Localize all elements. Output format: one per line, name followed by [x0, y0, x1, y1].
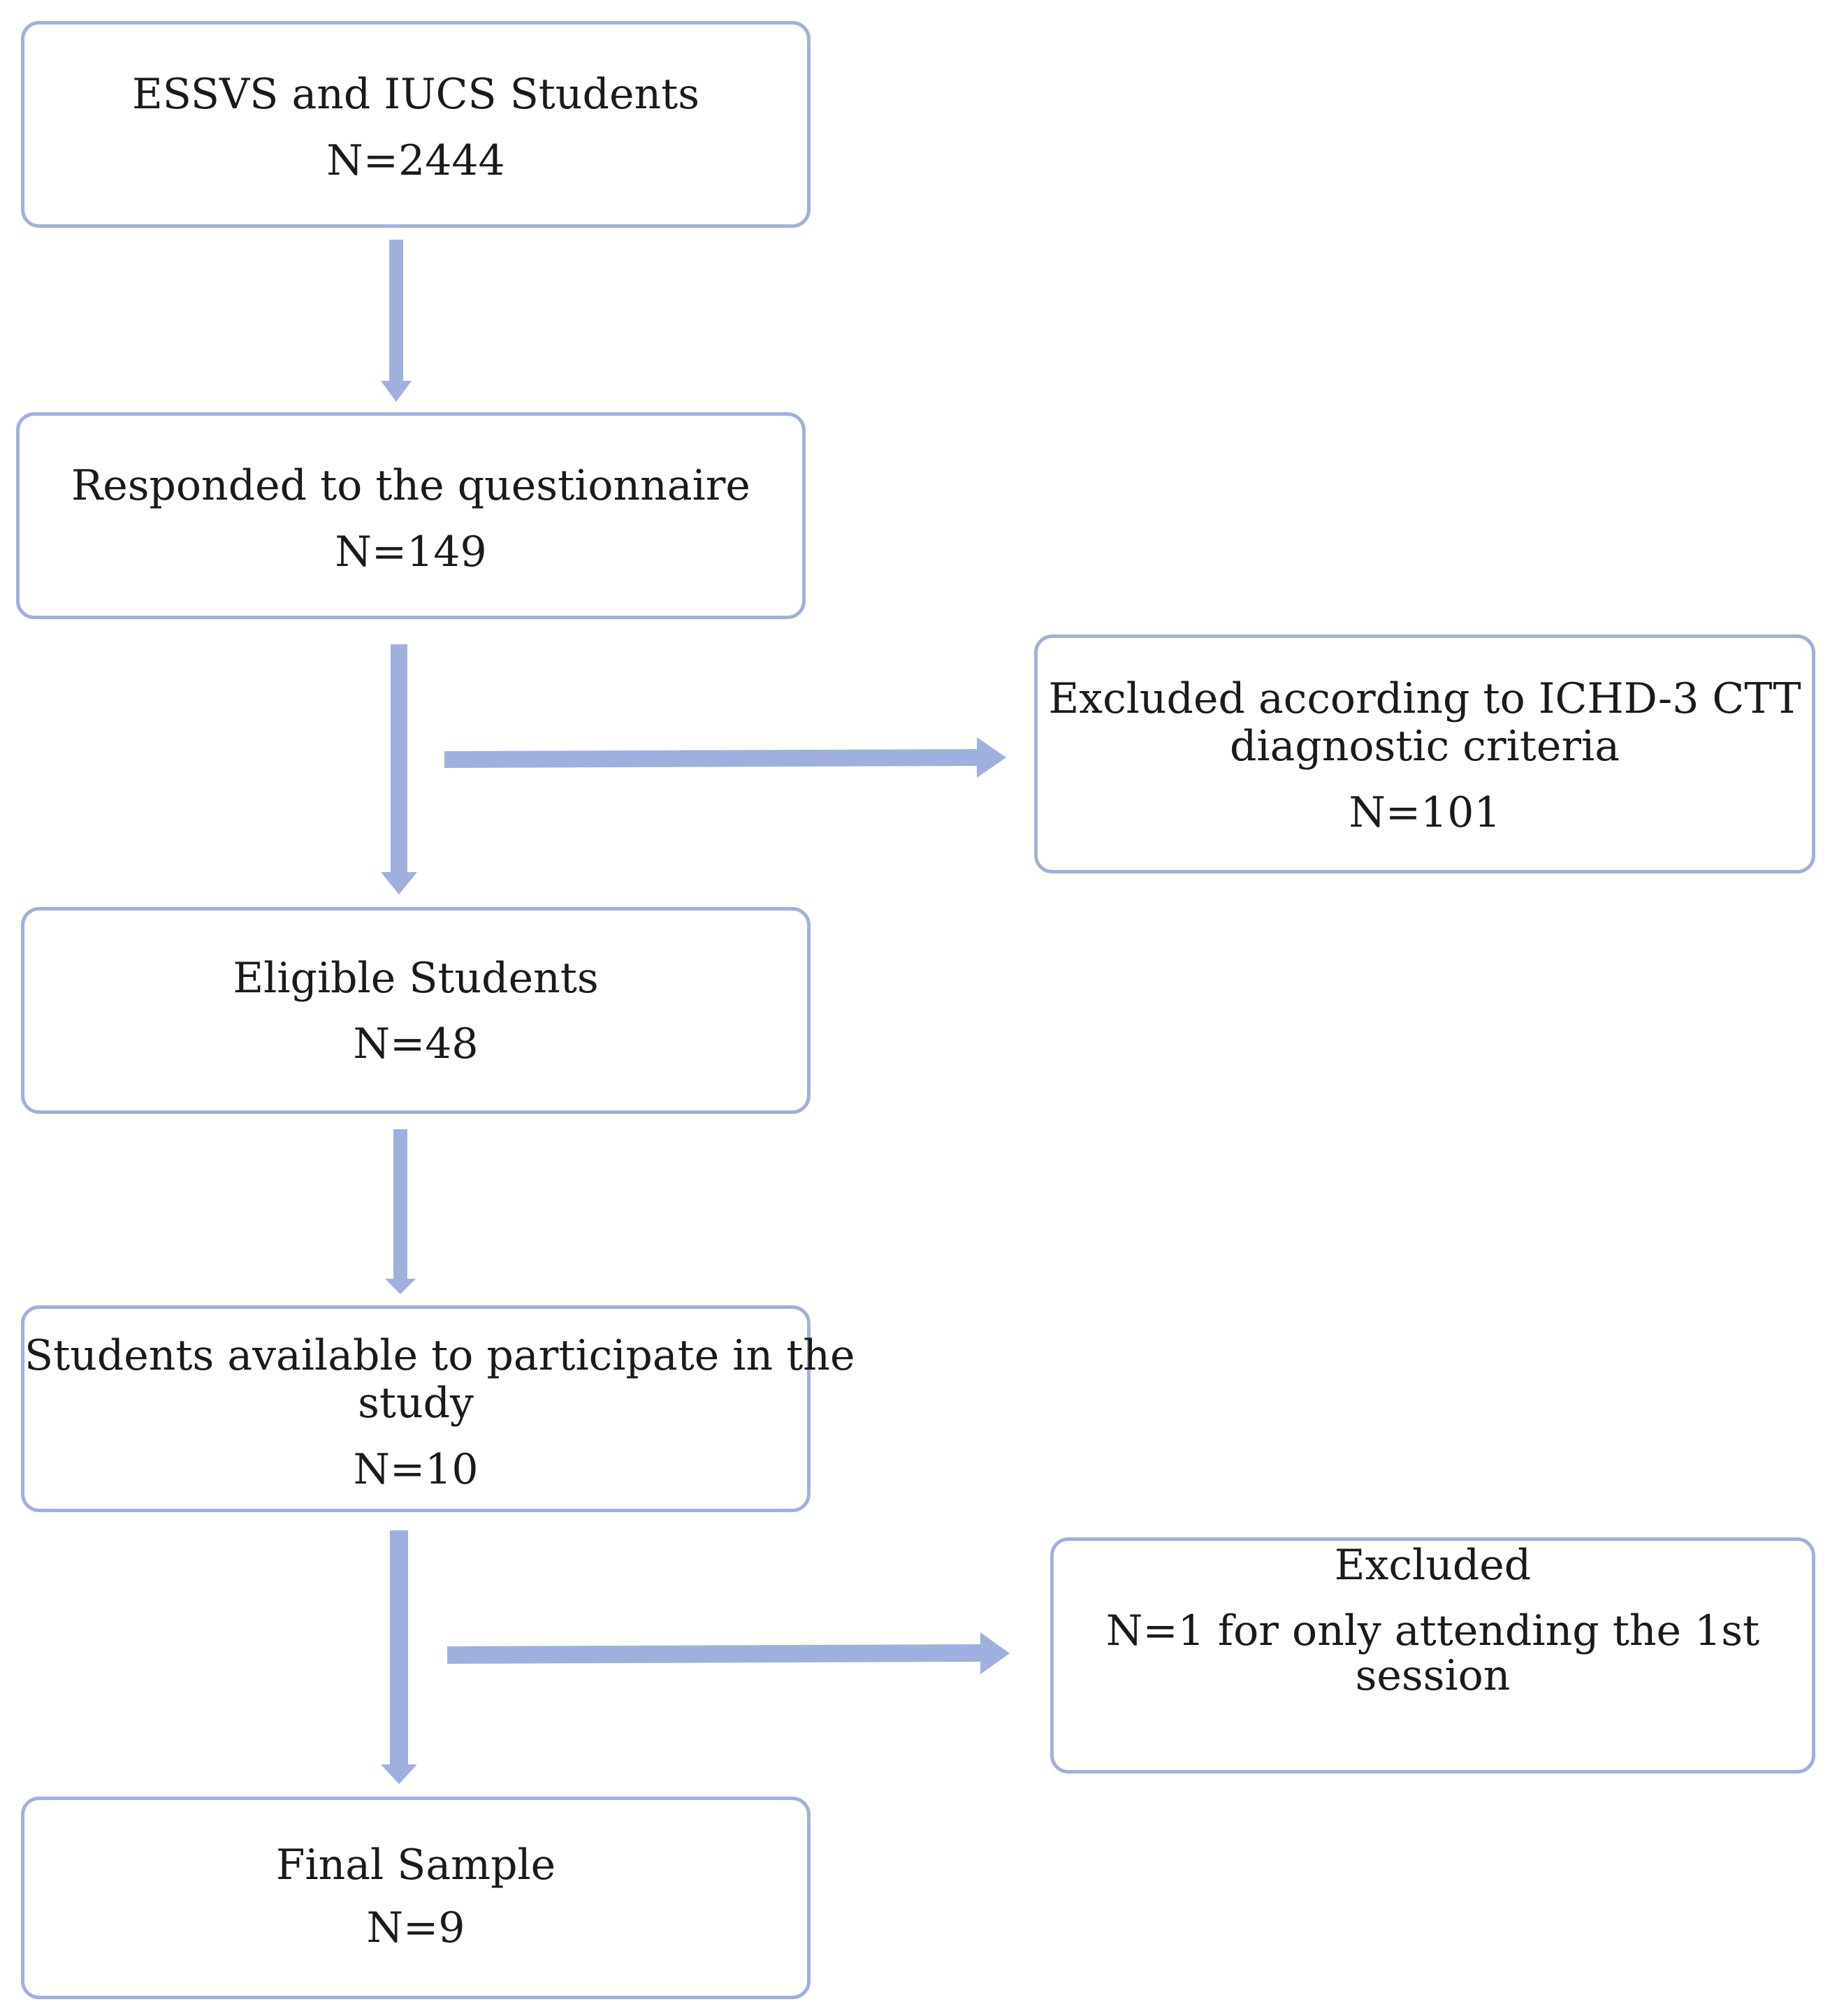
- available-count: N=10: [353, 1445, 479, 1494]
- eligible-count: N=48: [353, 1020, 479, 1068]
- population-title: ESSVS and IUCS Students: [131, 70, 700, 119]
- excluded-criteria-count: N=101: [1349, 788, 1501, 837]
- population-box: ESSVS and IUCS Students N=2444: [21, 21, 811, 228]
- excluded-session-title: Excluded: [1334, 1541, 1532, 1590]
- final-sample-box: Final Sample N=9: [21, 1797, 811, 1999]
- arrow-right-1: [444, 737, 1006, 778]
- arrow-down-2: [381, 644, 417, 894]
- arrow-right-2: [447, 1632, 1010, 1674]
- population-count: N=2444: [326, 136, 505, 185]
- excluded-criteria-title-line2: diagnostic criteria: [1229, 722, 1620, 771]
- available-title-line1: Students available to participate in the: [24, 1331, 855, 1380]
- excluded-criteria-title-line1: Excluded according to ICHD-3 CTT: [1048, 674, 1801, 723]
- eligible-box: Eligible Students N=48: [21, 907, 811, 1114]
- excluded-session-box: Excluded N=1 for only attending the 1st …: [1050, 1537, 1815, 1774]
- excluded-session-reason-line2: session: [1355, 1651, 1511, 1700]
- arrow-down-1: [381, 240, 412, 402]
- arrow-down-4: [381, 1530, 417, 1784]
- responded-title: Responded to the questionnaire: [71, 461, 750, 510]
- responded-count: N=149: [335, 528, 487, 576]
- excluded-criteria-box: Excluded according to ICHD-3 CTT diagnos…: [1034, 634, 1815, 873]
- final-sample-title: Final Sample: [275, 1841, 556, 1890]
- available-title-line2: study: [358, 1379, 474, 1428]
- final-sample-count: N=9: [366, 1903, 465, 1952]
- responded-box: Responded to the questionnaire N=149: [16, 412, 806, 619]
- eligible-title: Eligible Students: [233, 954, 599, 1003]
- available-box: Students available to participate in the…: [21, 1305, 855, 1512]
- arrow-down-3: [385, 1129, 416, 1294]
- excluded-session-reason-line1: N=1 for only attending the 1st: [1105, 1607, 1760, 1655]
